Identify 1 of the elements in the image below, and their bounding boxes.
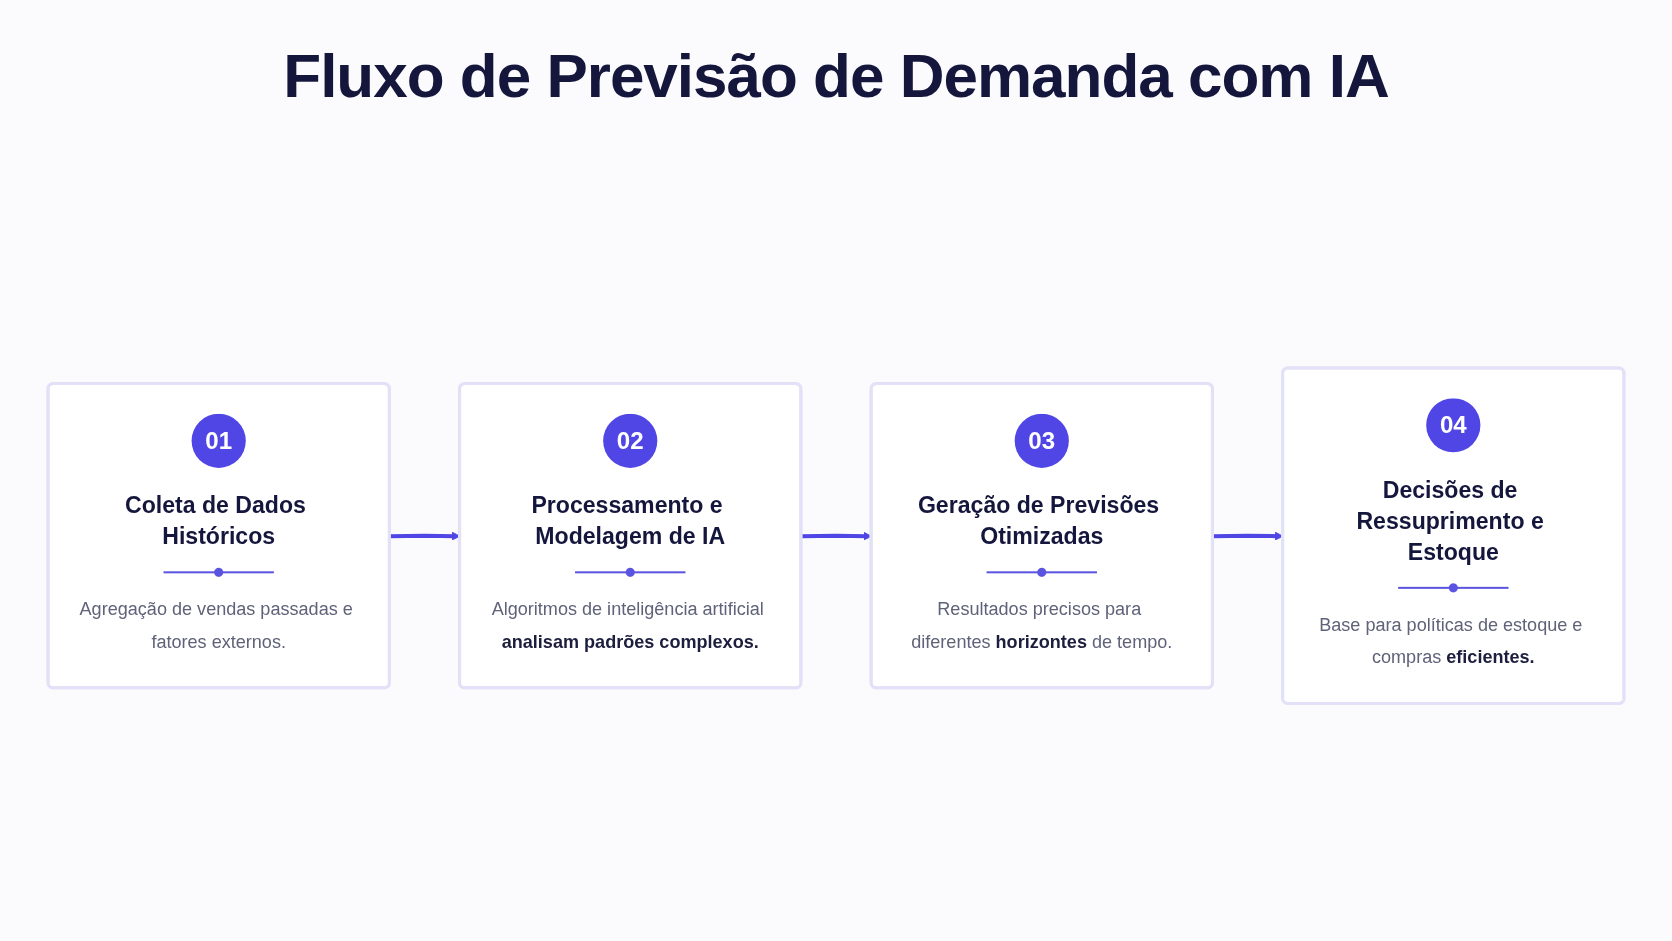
diagram-title: Fluxo de Previsão de Demanda com IA: [282, 40, 1390, 111]
